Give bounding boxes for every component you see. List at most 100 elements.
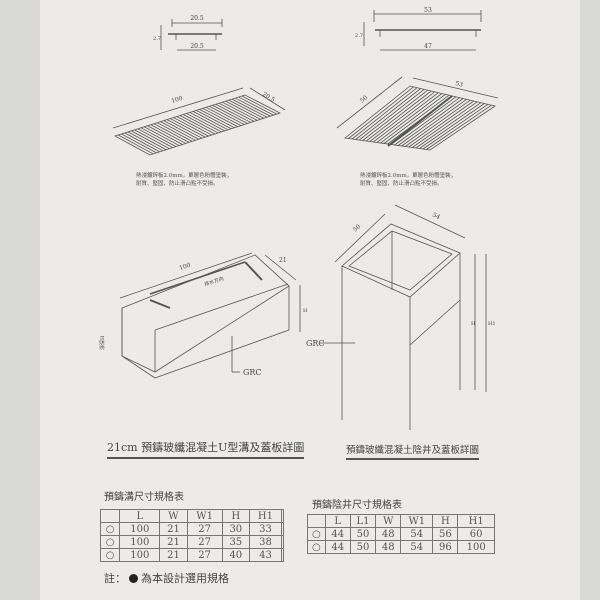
table-cell: ○: [307, 527, 326, 541]
table-cell: 35: [221, 535, 250, 549]
grate-slat: [241, 95, 277, 115]
catch-basin-drawing: 50 54 H H1 GRC: [306, 204, 496, 430]
grate-slat: [222, 101, 258, 121]
grate-slat: [383, 94, 450, 144]
dim-label: 2.7: [355, 33, 363, 39]
grate-slat: [376, 93, 443, 143]
dim-label: 53: [455, 80, 464, 89]
dim-label: 54: [431, 211, 441, 221]
table-cell: 27: [186, 522, 223, 536]
table-cell: 44: [324, 540, 351, 554]
table-cell: 33: [248, 522, 282, 536]
flow-direction-label: 排水方向: [203, 275, 224, 288]
grate-slat: [225, 100, 261, 120]
grate-slat: [362, 89, 428, 141]
dim-label: 53: [424, 7, 432, 14]
grate-slat: [140, 127, 177, 147]
table-cell: 54: [400, 540, 434, 554]
table-cell: [280, 548, 285, 562]
grate-slat: [404, 99, 471, 147]
dim-label: H: [471, 321, 476, 327]
dim-label: 20.5: [190, 15, 204, 22]
grate-slat: [415, 102, 482, 149]
dim-label: 100: [171, 95, 184, 105]
table-cell: 60: [457, 527, 495, 541]
grate-slat: [351, 87, 418, 140]
grate-slat: [124, 132, 160, 153]
grate-slat: [166, 119, 203, 139]
grate-slat: [419, 103, 485, 149]
grate-slat: [212, 104, 248, 124]
grate-slat: [147, 125, 183, 145]
grate-slat: [390, 96, 457, 145]
grate-slat: [118, 134, 154, 155]
note: 註：為本設計選用規格: [104, 570, 229, 586]
grate-slat: [196, 110, 232, 130]
dim-label: 21: [279, 257, 287, 264]
grate-slat: [369, 91, 436, 142]
dim-label: 50: [352, 223, 362, 233]
spec-line: 耐質、堅固、防止滑凸點不受損。: [360, 181, 443, 187]
table-cell: 50: [349, 540, 377, 554]
spec-line: 熱浸鍍鋅板2.0mm，單層色粉體塗裝，: [360, 173, 457, 179]
grate-slat: [348, 86, 414, 139]
u-channel-drawing: 100 排水方向 21 H 淨深H GRC: [99, 252, 308, 379]
grate-slat: [127, 131, 164, 152]
table-cell: L1: [349, 514, 377, 528]
grate-slat: [179, 115, 216, 135]
dim-label: 2.7: [153, 36, 161, 42]
table-cell: [280, 535, 285, 549]
channel-table-title: 預鑄溝尺寸規格表: [104, 492, 184, 503]
table-cell: L: [119, 509, 161, 523]
spec-line: 耐質、堅固、防止滑凸點不受損。: [136, 181, 219, 187]
table-cell: W1: [400, 514, 434, 528]
grate-slat: [163, 120, 199, 140]
table-cell: 40: [221, 548, 250, 562]
table-cell: L: [324, 514, 351, 528]
document-page: [40, 0, 580, 600]
grate-slat: [183, 114, 219, 134]
grate-slat: [235, 97, 271, 117]
table-cell: 100: [119, 522, 161, 536]
grate-slat: [422, 104, 489, 150]
dim-label: 20.5: [190, 43, 204, 50]
grate-slat: [397, 98, 464, 146]
grate-slat: [153, 123, 190, 143]
table-cell: [280, 522, 285, 536]
table-cell: ○: [99, 548, 121, 562]
dim-label: H1: [488, 321, 496, 327]
grate-slat: [144, 126, 180, 146]
table-cell: 96: [432, 540, 459, 554]
grate-slat: [205, 106, 242, 126]
large-cover-section: 53 47 2.7: [355, 7, 482, 51]
grate-slat: [202, 107, 238, 128]
grate-slat: [189, 112, 225, 132]
grate-slat: [231, 98, 268, 118]
table-cell: 27: [186, 548, 223, 562]
grate-slat: [426, 104, 492, 150]
table-cell: H: [221, 509, 250, 523]
table-cell: H1: [248, 509, 282, 523]
note-prefix: 註：: [104, 572, 126, 585]
grate-slat: [150, 124, 186, 144]
table-cell: 21: [159, 548, 188, 562]
dim-label: H: [303, 308, 308, 314]
grate-slat: [355, 88, 421, 140]
dim-label: 淨深H: [99, 335, 106, 350]
table-cell: 30: [221, 522, 250, 536]
table-cell: 21: [159, 522, 188, 536]
grate-slat: [157, 122, 193, 142]
table-cell: 44: [324, 527, 351, 541]
grate-slat: [173, 117, 209, 137]
filled-circle-icon: [129, 574, 138, 583]
table-cell: 38: [248, 535, 282, 549]
table-cell: 27: [186, 535, 223, 549]
table-cell: 100: [119, 535, 161, 549]
table-cell: 100: [457, 540, 495, 554]
